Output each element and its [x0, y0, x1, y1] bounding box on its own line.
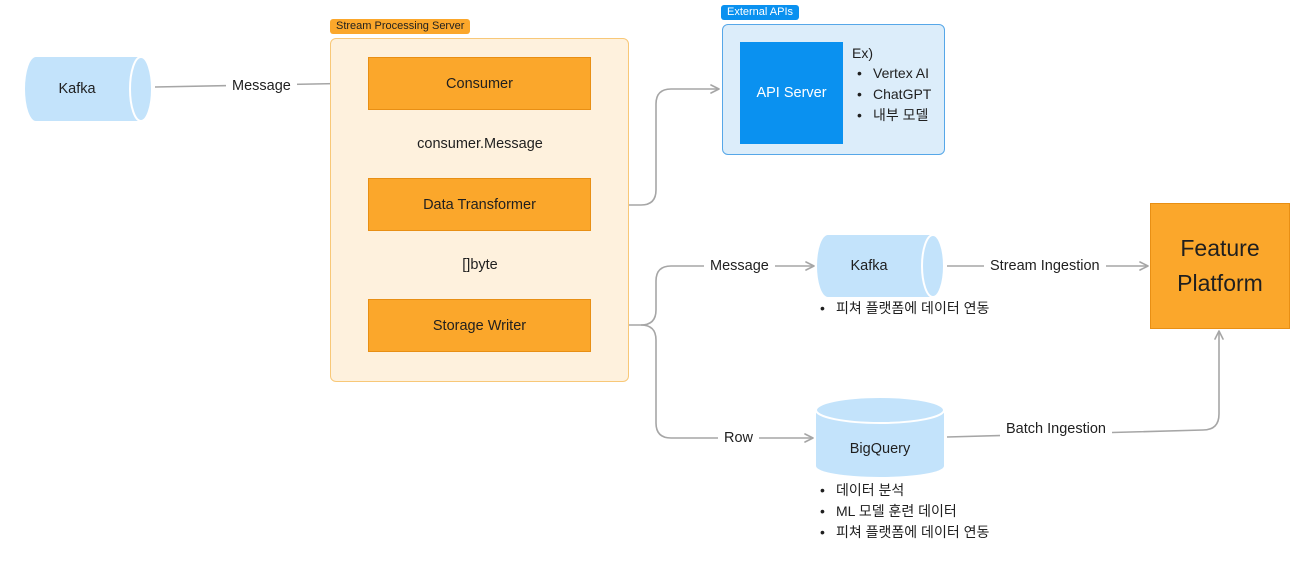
data-transformer-label: Data Transformer	[423, 196, 536, 213]
consumer-node: Consumer	[368, 57, 591, 110]
bigquery-label: BigQuery	[849, 441, 911, 457]
api-examples-list: Vertex AI ChatGPT 내부 모델	[857, 63, 931, 126]
api-examples-heading: Ex)	[852, 45, 873, 61]
edge-label-row: Row	[718, 429, 760, 447]
bigquery-note: 데이터 분석	[820, 480, 989, 501]
edge-label-message-in: Message	[226, 77, 297, 95]
kafka-source-cylinder	[25, 56, 153, 122]
edge-label-message-out: Message	[704, 257, 775, 275]
edge-label-consumer-message: consumer.Message	[412, 135, 548, 153]
edge-writer-to-bigquery	[640, 324, 814, 443]
api-server-node: API Server	[740, 42, 843, 144]
storage-writer-node: Storage Writer	[368, 299, 591, 352]
bigquery-note: 피쳐 플랫폼에 데이터 연동	[820, 522, 989, 543]
bigquery-notes: 데이터 분석 ML 모델 훈련 데이터 피쳐 플랫폼에 데이터 연동	[820, 480, 989, 543]
edge-bigquery-to-platform	[946, 330, 1224, 438]
kafka-sink-note: 피쳐 플랫폼에 데이터 연동	[820, 298, 989, 319]
storage-writer-label: Storage Writer	[432, 317, 527, 334]
edge-label-byte: []byte	[455, 256, 505, 274]
kafka-sink-label: Kafka	[850, 258, 888, 274]
edge-label-stream-ingestion: Stream Ingestion	[984, 257, 1106, 275]
edge-writer-to-kafka	[593, 261, 815, 326]
edge-transformer-api-bidirectional	[593, 84, 720, 210]
api-example-item: 내부 모델	[857, 105, 931, 126]
data-transformer-node: Data Transformer	[368, 178, 591, 231]
kafka-source-label: Kafka	[58, 81, 96, 97]
api-server-label: API Server	[756, 85, 827, 101]
bigquery-cylinder	[815, 396, 945, 477]
stream-processing-server-tag: Stream Processing Server	[330, 19, 471, 34]
external-apis-tag: External APIs	[721, 5, 800, 20]
kafka-sink-cylinder	[817, 234, 945, 298]
api-example-item: Vertex AI	[857, 63, 931, 84]
feature-platform-label-line2: Platform	[1177, 270, 1263, 296]
edge-label-batch-ingestion: Batch Ingestion	[1000, 420, 1112, 438]
kafka-sink-notes: 피쳐 플랫폼에 데이터 연동	[820, 298, 989, 319]
feature-platform-node: Feature Platform	[1150, 203, 1290, 329]
bigquery-note: ML 모델 훈련 데이터	[820, 501, 989, 522]
consumer-label: Consumer	[446, 75, 513, 92]
feature-platform-label-line1: Feature	[1180, 235, 1260, 261]
api-example-item: ChatGPT	[857, 84, 931, 105]
